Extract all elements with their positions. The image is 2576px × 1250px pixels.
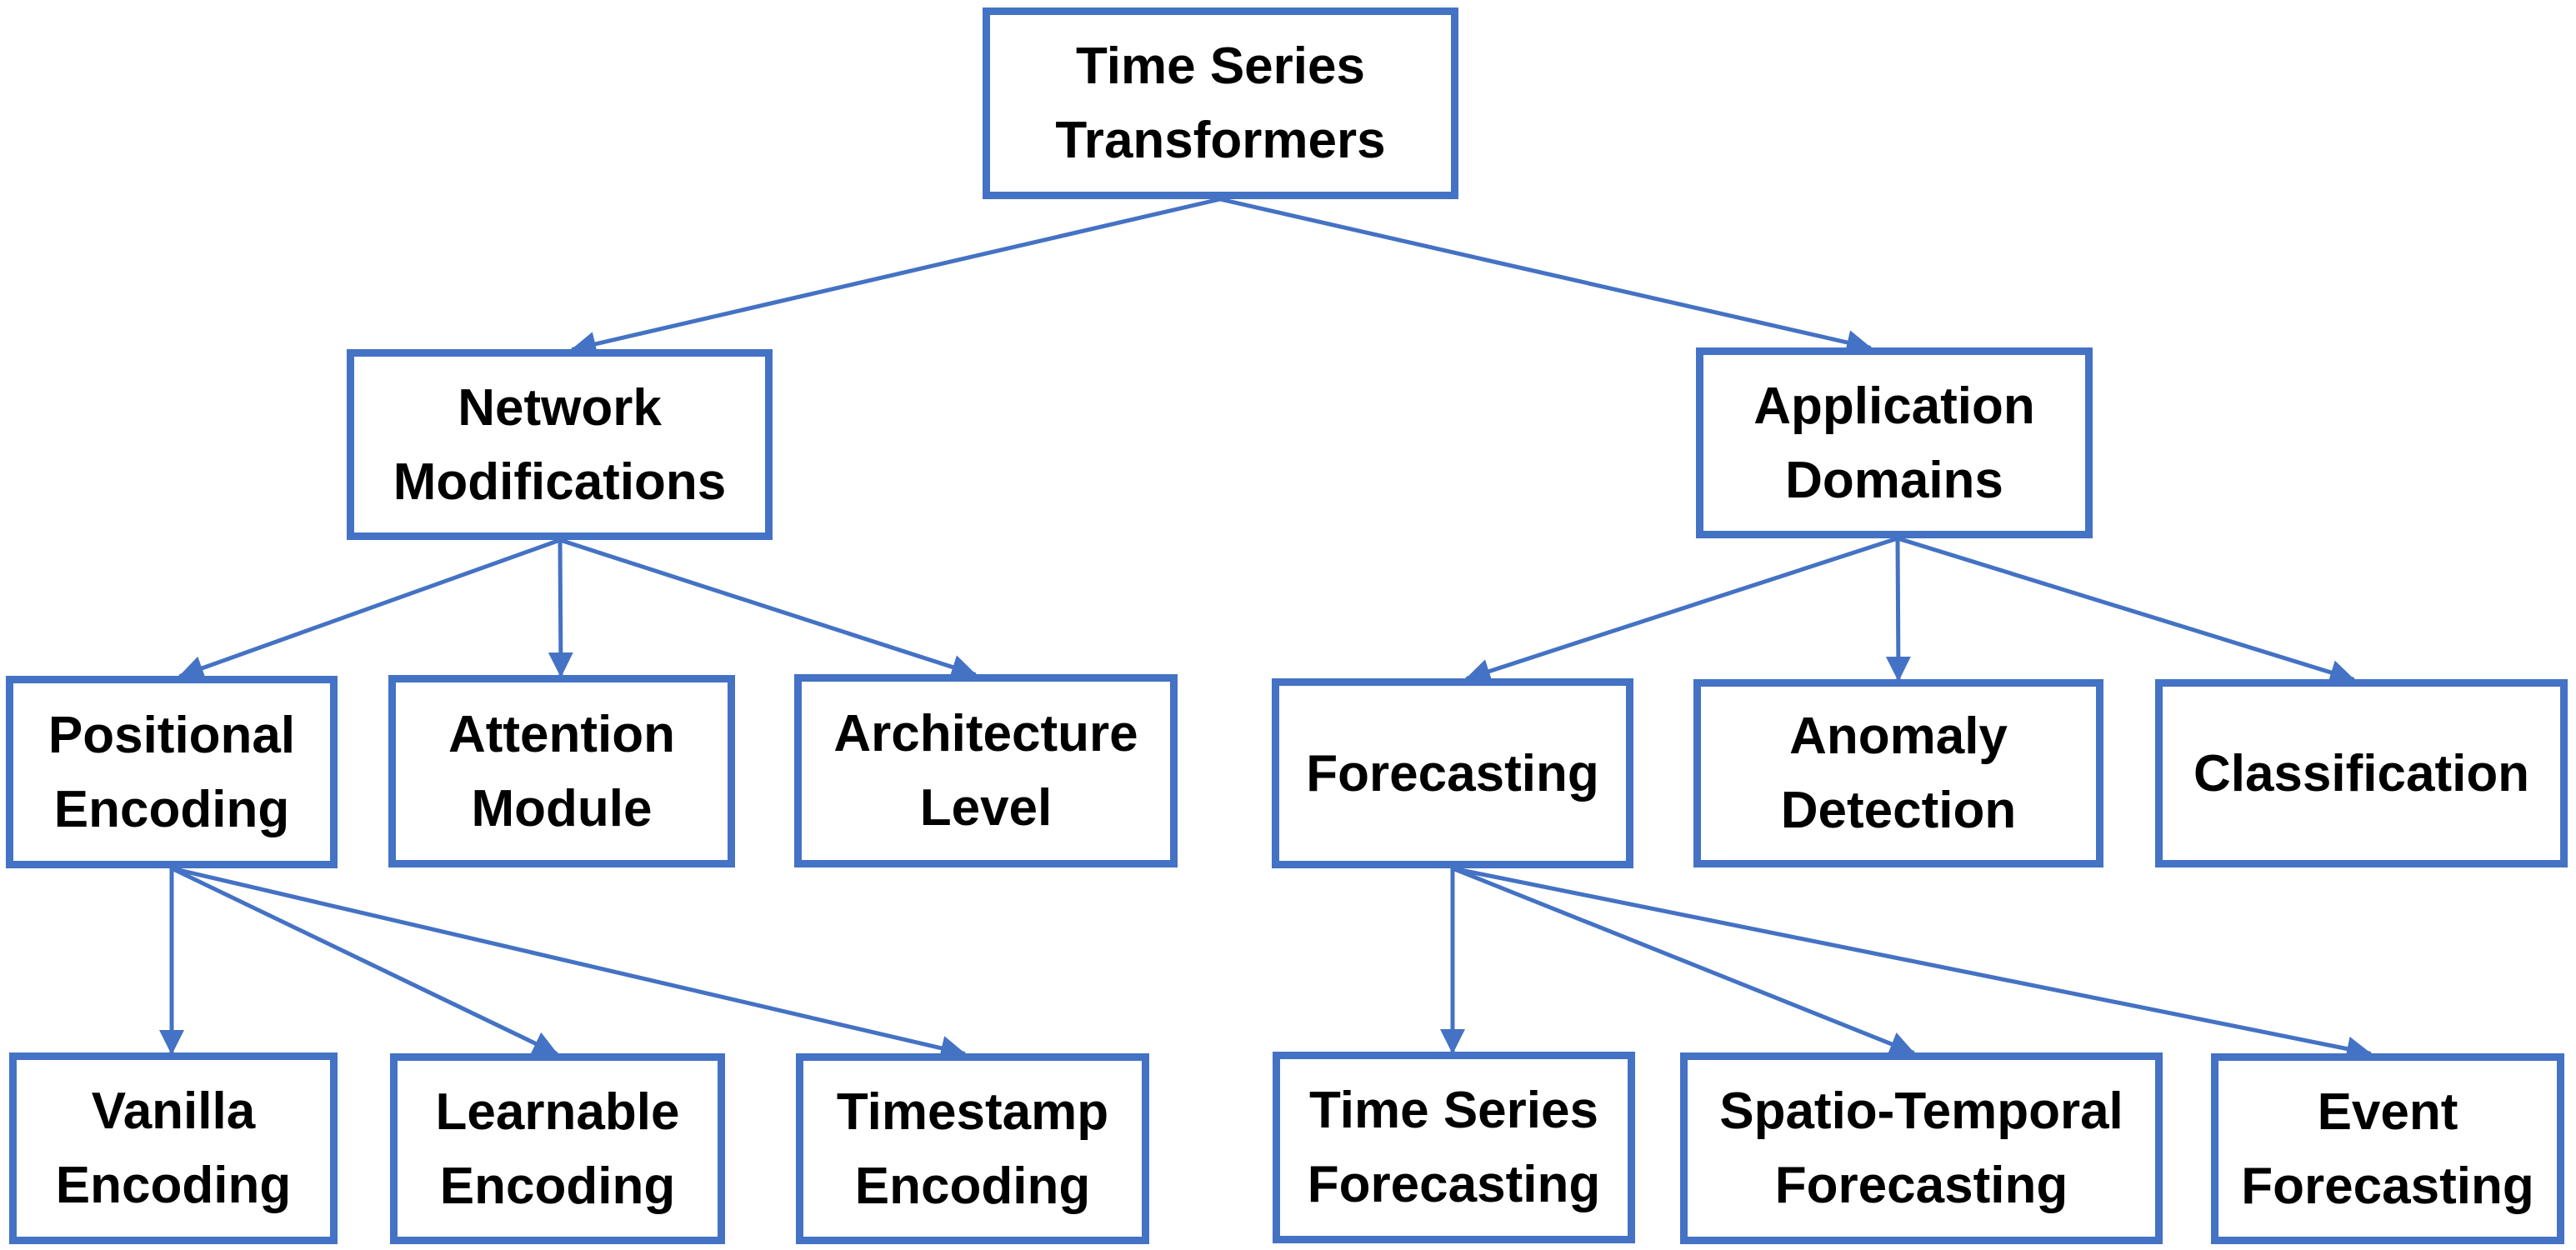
node-label: Application Domains — [1753, 377, 2035, 509]
edge-application-domains-to-forecasting — [1465, 536, 1900, 683]
node-label: Event Forecasting — [2241, 1082, 2534, 1215]
node-label: Vanilla Encoding — [55, 1082, 292, 1214]
node-architecture-level: Architecture Level — [794, 674, 1178, 868]
edge-positional-encoding-to-learnable-encoding — [169, 866, 558, 1056]
node-vanilla-encoding: Vanilla Encoding — [9, 1052, 338, 1244]
node-label: Network Modifications — [393, 378, 727, 511]
node-forecasting: Forecasting — [1272, 678, 1633, 868]
node-time-series-transformers: Time Series Transformers — [983, 8, 1458, 199]
edge-application-domains-to-classification — [1895, 536, 2355, 685]
node-positional-encoding: Positional Encoding — [6, 676, 338, 868]
node-label: Positional Encoding — [48, 706, 296, 838]
node-label: Attention Module — [448, 705, 676, 838]
node-time-series-forecasting: Time Series Forecasting — [1273, 1052, 1635, 1243]
node-attention-module: Attention Module — [388, 675, 735, 868]
node-network-modifications: Network Modifications — [347, 349, 773, 540]
node-learnable-encoding: Learnable Encoding — [390, 1053, 725, 1244]
edge-root-to-network-modifications — [571, 197, 1223, 357]
edge-network-modifications-to-architecture-level — [558, 538, 977, 679]
node-label: Classification — [2193, 744, 2530, 802]
node-label: Time Series Transformers — [1055, 38, 1386, 169]
node-label: Timestamp Encoding — [836, 1082, 1109, 1215]
edge-forecasting-to-spatio-temporal-forecasting — [1450, 866, 1915, 1056]
edge-forecasting-to-event-forecasting — [1450, 866, 2372, 1062]
node-label: Spatio-Temporal Forecasting — [1719, 1082, 2123, 1214]
node-event-forecasting: Event Forecasting — [2211, 1053, 2564, 1244]
edge-network-modifications-to-attention-module — [548, 538, 573, 678]
node-label: Anomaly Detection — [1780, 708, 2017, 839]
node-application-domains: Application Domains — [1696, 348, 2093, 538]
node-label: Learnable Encoding — [435, 1082, 680, 1215]
node-classification: Classification — [2155, 679, 2568, 868]
node-anomaly-detection: Anomaly Detection — [1693, 679, 2103, 868]
edge-network-modifications-to-positional-encoding — [178, 538, 563, 681]
edge-root-to-application-domains — [1218, 197, 1872, 355]
edge-positional-encoding-to-timestamp-encoding — [169, 866, 966, 1061]
node-label: Architecture Level — [833, 705, 1138, 837]
node-timestamp-encoding: Timestamp Encoding — [796, 1053, 1149, 1244]
node-label: Time Series Forecasting — [1307, 1082, 1601, 1213]
node-spatio-temporal-forecasting: Spatio-Temporal Forecasting — [1680, 1052, 2163, 1244]
node-label: Forecasting — [1306, 744, 1599, 802]
edge-group — [159, 197, 2372, 1062]
